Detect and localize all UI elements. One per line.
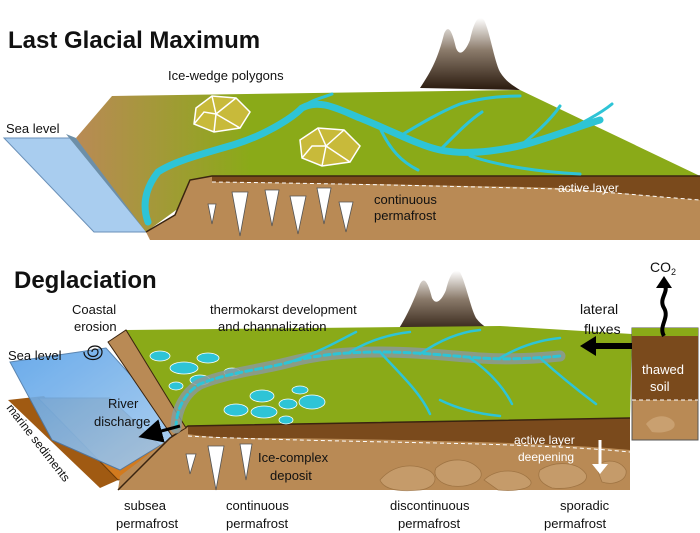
label-active-deepening-1: active layer xyxy=(514,433,575,447)
label-thermokarst-2: and channalization xyxy=(218,319,326,334)
thermokarst-ponds xyxy=(149,350,326,425)
label-sea-level-top: Sea level xyxy=(6,121,60,136)
bottom-mountain xyxy=(398,270,498,334)
inset-grass-layer xyxy=(632,328,698,336)
co2-arrow-head-icon xyxy=(656,276,672,288)
label-ice-wedge-polygons: Ice-wedge polygons xyxy=(168,68,284,83)
zone-discontinuous-1: discontinuous xyxy=(390,498,470,513)
label-lateral-1: lateral xyxy=(580,301,618,317)
top-mountain xyxy=(420,18,520,90)
bottom-river-network xyxy=(170,328,598,434)
label-continuous-permafrost-top-1: continuous xyxy=(374,192,437,207)
label-river-2: discharge xyxy=(94,414,150,429)
inset-soil-patch xyxy=(646,416,675,433)
zone-subsea-1: subsea xyxy=(124,498,167,513)
bottom-ice-wedges xyxy=(185,443,253,491)
label-coastal-2: erosion xyxy=(74,319,117,334)
zone-sporadic-1: sporadic xyxy=(560,498,610,513)
top-panel-title: Last Glacial Maximum xyxy=(8,27,260,54)
top-ice-wedge-polygons xyxy=(193,95,361,167)
zone-continuous-1: continuous xyxy=(226,498,289,513)
label-thermokarst-1: thermokarst development xyxy=(210,302,357,317)
co2-flux-line xyxy=(660,282,668,338)
river-discharge-arrow xyxy=(138,419,181,443)
co2-main: CO xyxy=(650,259,671,275)
label-active-layer-top: active layer xyxy=(558,181,619,195)
bottom-land-surface xyxy=(108,326,632,428)
top-block-outline xyxy=(145,175,700,233)
top-ice-wedges xyxy=(207,187,354,237)
zone-labels: subsea permafrost continuous permafrost … xyxy=(116,498,610,531)
label-continuous-permafrost-top-2: permafrost xyxy=(374,208,437,223)
label-thawed-2: soil xyxy=(650,379,670,394)
label-thawed-1: thawed xyxy=(642,362,684,377)
zone-subsea-2: permafrost xyxy=(116,516,179,531)
top-river-network xyxy=(141,92,614,226)
thawed-soil-patches xyxy=(379,459,627,492)
coastal-erosion-spiral-icon xyxy=(83,345,103,361)
label-ice-complex-2: deposit xyxy=(270,468,312,483)
lateral-flux-arrow-icon xyxy=(580,336,596,356)
label-river-1: River xyxy=(108,396,139,411)
label-active-deepening-2: deepening xyxy=(518,450,574,464)
label-co2: CO2 xyxy=(650,259,676,277)
zone-continuous-2: permafrost xyxy=(226,516,289,531)
bottom-panel-title: Deglaciation xyxy=(14,267,157,294)
top-permafrost-block xyxy=(146,176,700,240)
top-active-layer-line xyxy=(211,181,700,201)
label-ice-complex-1: Ice-complex xyxy=(258,450,329,465)
zone-sporadic-2: permafrost xyxy=(544,516,607,531)
inset-thawed-layer xyxy=(632,336,698,400)
top-active-layer-band xyxy=(212,176,700,200)
co2-subscript: 2 xyxy=(671,267,676,277)
zone-discontinuous-2: permafrost xyxy=(398,516,461,531)
bottom-active-layer-line xyxy=(187,435,631,453)
bottom-active-layer-band xyxy=(188,418,630,450)
label-lateral-2: fluxes xyxy=(584,321,621,337)
deepening-arrow-head-icon xyxy=(592,464,608,474)
coastal-cliff xyxy=(107,329,187,437)
label-sea-level-bottom: Sea level xyxy=(8,348,62,363)
label-coastal-1: Coastal xyxy=(72,302,116,317)
